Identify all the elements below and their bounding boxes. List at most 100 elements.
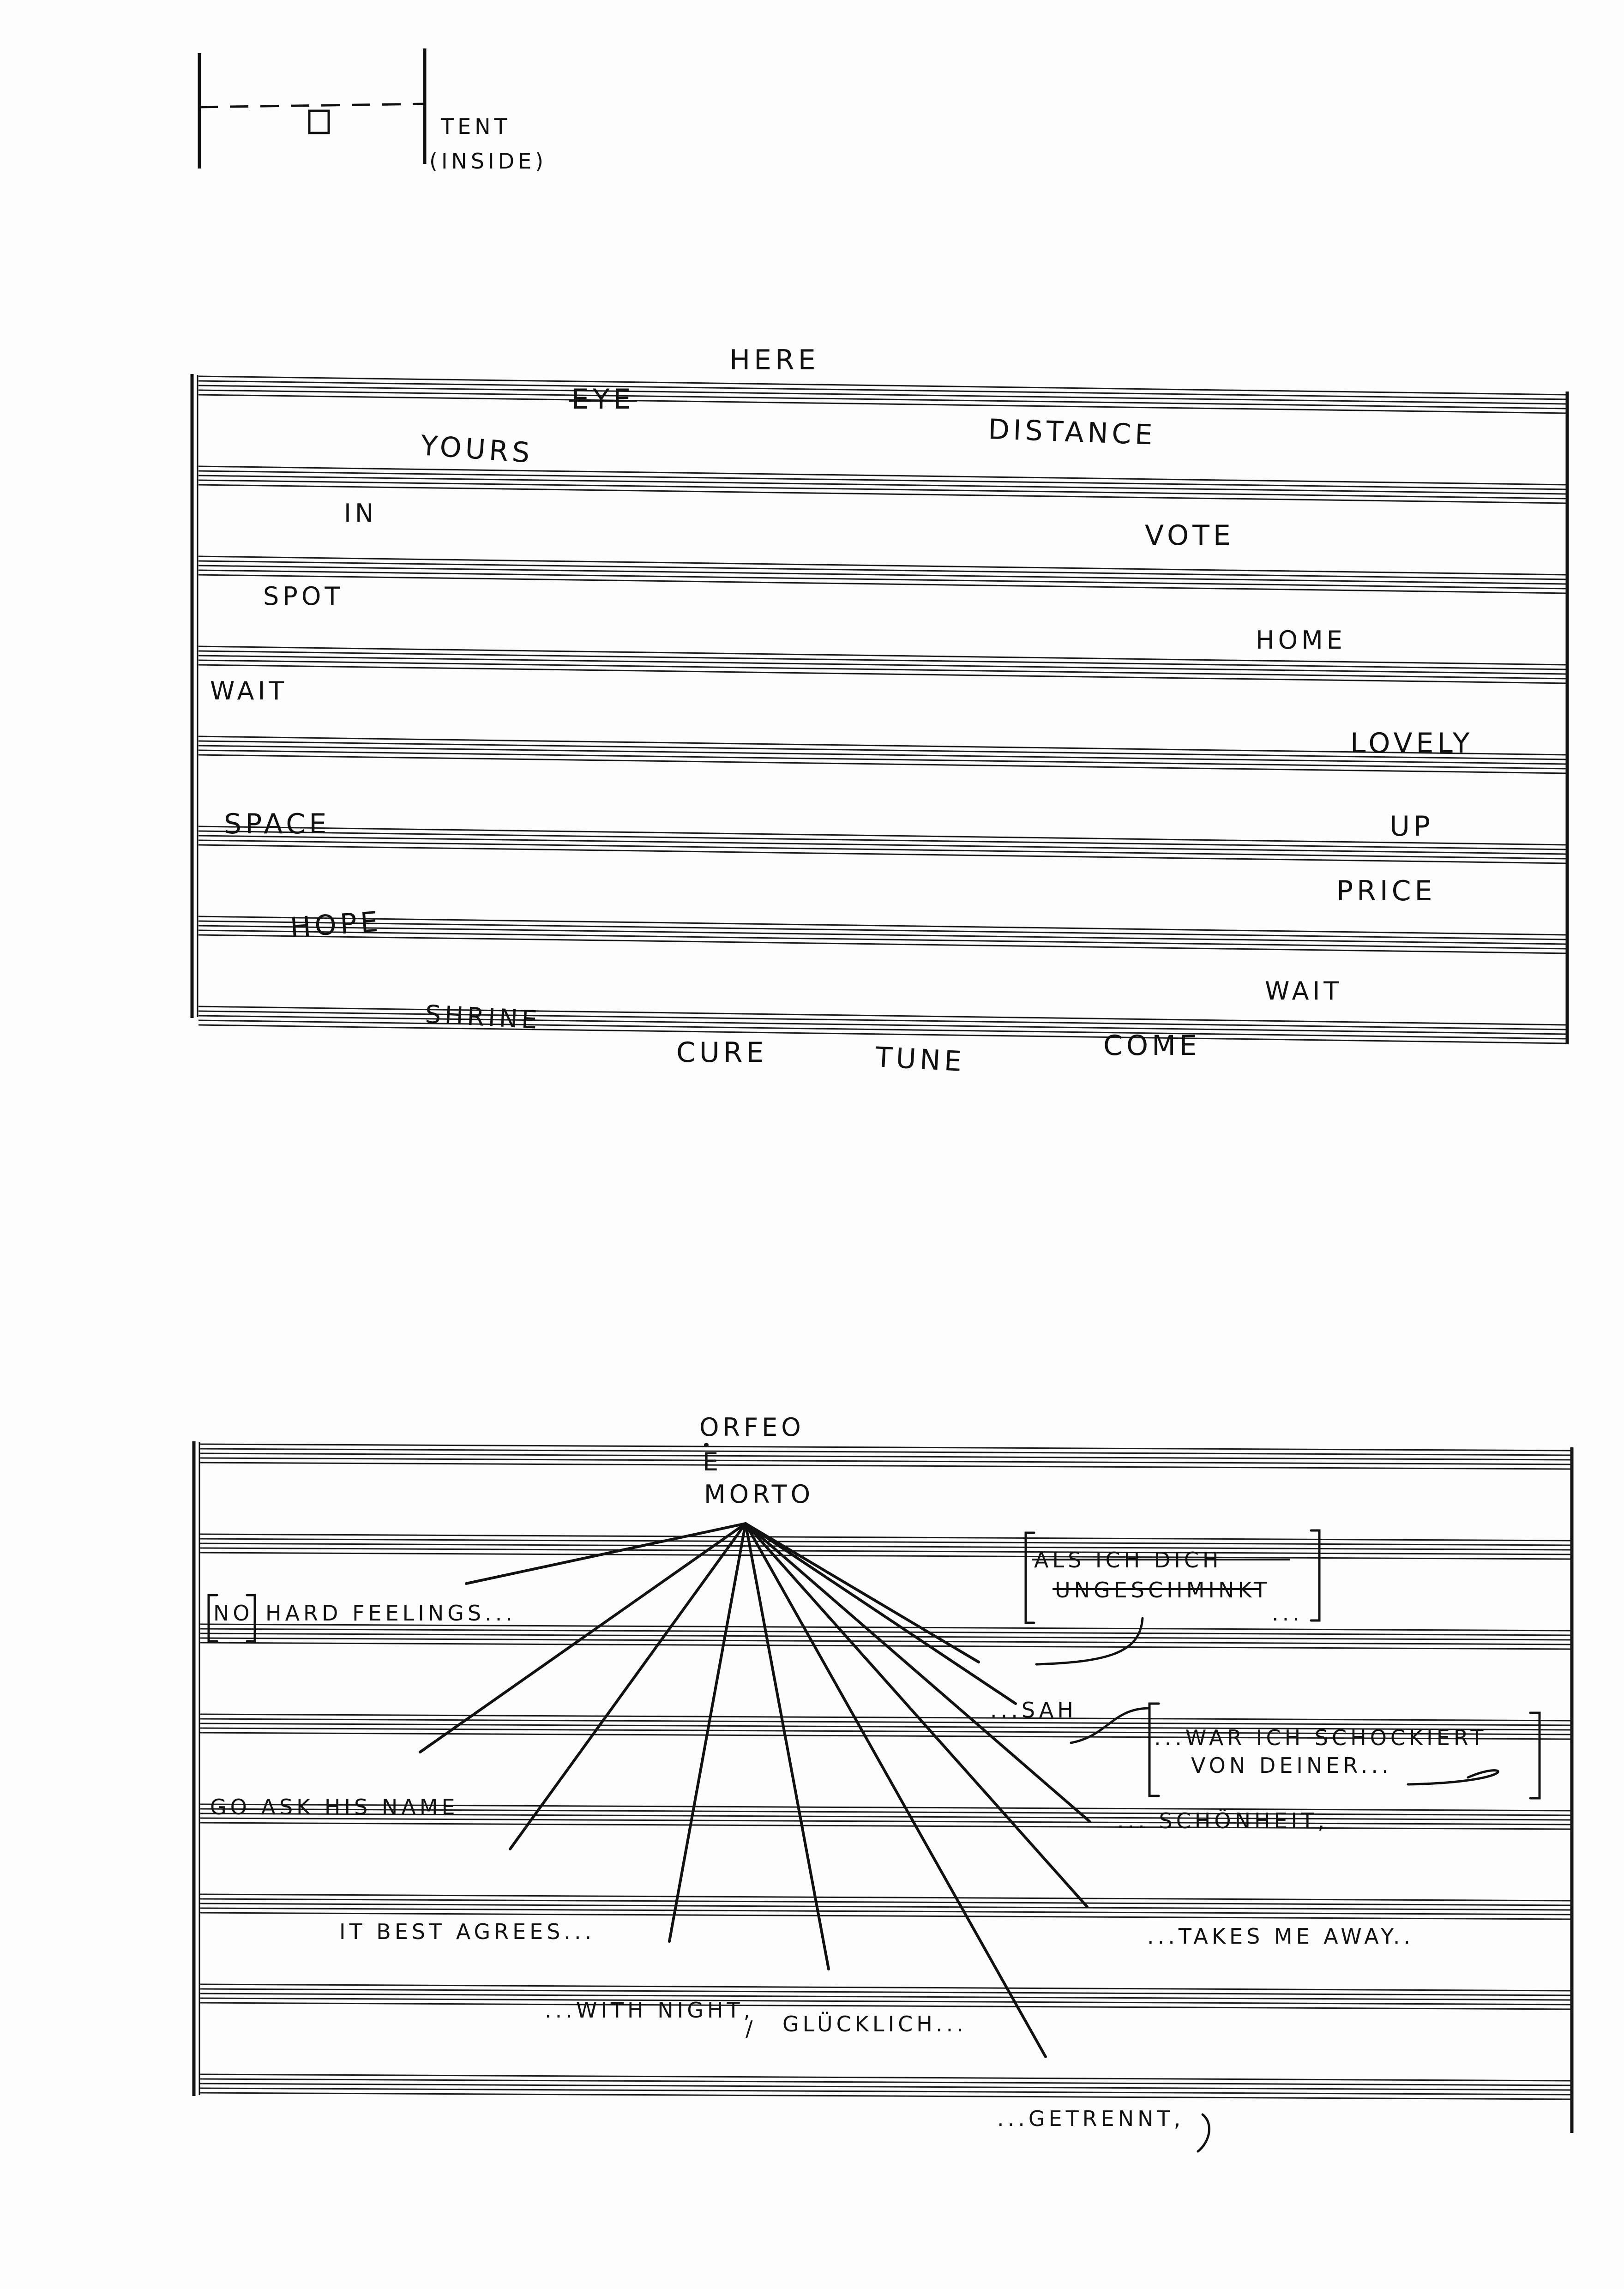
staff-line <box>198 934 1568 954</box>
war-bracket-left <box>1148 1702 1160 1797</box>
staff-line <box>200 1538 1572 1546</box>
staff-line <box>198 754 1568 774</box>
staff-line <box>200 2073 1572 2082</box>
staff-line <box>198 1006 1568 1026</box>
staff-line <box>198 929 1568 950</box>
staff-line <box>200 1718 1572 1726</box>
staff-line <box>198 394 1568 414</box>
staff-line <box>198 484 1568 504</box>
staff-line <box>200 1443 1572 1452</box>
staff-line <box>198 835 1568 855</box>
staff-line <box>200 1628 1572 1636</box>
word-wait-2: WAIT <box>1265 976 1342 1006</box>
staff-line <box>200 1983 1572 1992</box>
word-wait-1: WAIT <box>210 676 288 705</box>
staff-line <box>198 735 1568 756</box>
staff-line <box>200 1903 1572 1911</box>
staff-system-2 <box>192 1441 1574 2133</box>
word-distance: DISTANCE <box>987 413 1156 452</box>
staff-line <box>200 1462 1572 1470</box>
staff-line <box>200 1457 1572 1465</box>
staff-line <box>198 1019 1568 1040</box>
staff-lines-2 <box>200 1443 1572 2100</box>
staff-line <box>198 740 1568 760</box>
tent-sublabel: (INSIDE) <box>429 149 547 174</box>
word-in: IN <box>344 499 377 528</box>
staff-line <box>198 844 1568 864</box>
tent-legend: TENT (INSIDE) <box>198 48 547 174</box>
word-vote: VOTE <box>1145 519 1234 552</box>
staff-line <box>200 1813 1572 1821</box>
staff-line <box>200 1808 1572 1816</box>
staff-line <box>198 385 1568 405</box>
staff-line <box>200 1723 1572 1731</box>
word-yours: YOURS <box>419 429 535 470</box>
staff-line <box>198 749 1568 770</box>
sah-connector <box>1070 1707 1151 1744</box>
word-hope: HOPE <box>289 905 383 944</box>
phrase-glucklich: GLÜCKLICH... <box>782 2012 967 2036</box>
staff-line <box>198 925 1568 945</box>
staff-line <box>198 825 1568 846</box>
staff-line <box>200 2002 1572 2010</box>
staff-line <box>200 1997 1572 2006</box>
word-price: PRICE <box>1336 875 1436 907</box>
staff-line <box>198 574 1568 594</box>
staff-line <box>198 569 1568 590</box>
phrase-von-deiner: VON DEINER... <box>1191 1753 1392 1778</box>
word-come: COME <box>1103 1030 1201 1062</box>
staff-line <box>198 560 1568 580</box>
staff-line <box>200 1552 1572 1560</box>
no-bracket-right <box>246 1594 256 1643</box>
staff-line <box>198 475 1568 495</box>
system-2-phrases: NO HARD FEELINGS... ALS ICH DICH UNGESCH… <box>207 1529 1541 2153</box>
staff-line <box>198 916 1568 936</box>
staff-line <box>198 650 1568 670</box>
phrase-no: NO <box>213 1601 253 1626</box>
staff-line <box>200 1822 1572 1830</box>
phrase-war-ich: ...WAR ICH SCHOCKIERT <box>1154 1725 1487 1750</box>
war-connector <box>1407 1769 1499 1786</box>
staff-line <box>200 1533 1572 1542</box>
staff-line <box>198 380 1568 400</box>
word-lovely: LOVELY <box>1350 727 1474 759</box>
staff-line <box>198 645 1568 666</box>
staff-line <box>198 375 1568 396</box>
staff-line <box>200 1452 1572 1461</box>
staff-line <box>200 1623 1572 1632</box>
staff-line <box>200 1817 1572 1825</box>
no-bracket-left <box>207 1594 218 1643</box>
staff-line <box>200 2092 1572 2100</box>
orfeo-title: ORFEO E MORTO <box>699 1413 814 1509</box>
phrase-takes-me: ...TAKES ME AWAY.. <box>1147 1924 1414 1949</box>
staff-system-1 <box>190 374 1569 1044</box>
word-cure: CURE <box>676 1036 767 1069</box>
staff-line <box>198 839 1568 860</box>
phrase-ungeschminkt-tail: ... <box>1272 1601 1303 1626</box>
word-tune: TUNE <box>874 1041 966 1078</box>
phrase-schonheit: ... SCHÖNHEIT, <box>1117 1808 1328 1833</box>
staff-line <box>200 1448 1572 1456</box>
staff-line <box>200 1727 1572 1735</box>
staff-line <box>198 920 1568 940</box>
staff-line <box>198 565 1568 585</box>
tent-square-icon <box>308 109 330 134</box>
staff-line <box>198 745 1568 765</box>
war-bracket-right <box>1529 1711 1541 1800</box>
phrase-hard-feelings: HARD FEELINGS... <box>265 1601 516 1626</box>
staff-line <box>200 1732 1572 1740</box>
getrennt-paren <box>1197 2113 1210 2153</box>
staff-line <box>198 1024 1568 1044</box>
staff-line <box>200 1803 1572 1812</box>
staff-line <box>198 659 1568 680</box>
word-spot: SPOT <box>263 582 343 611</box>
ray-fan <box>419 1522 1091 2058</box>
phrase-slash: / <box>746 2016 757 2041</box>
staff-line <box>200 1637 1572 1645</box>
staff-line <box>200 1907 1572 1916</box>
staff-line <box>200 1542 1572 1551</box>
title-morto: MORTO <box>704 1480 814 1509</box>
staff-line <box>200 2087 1572 2096</box>
